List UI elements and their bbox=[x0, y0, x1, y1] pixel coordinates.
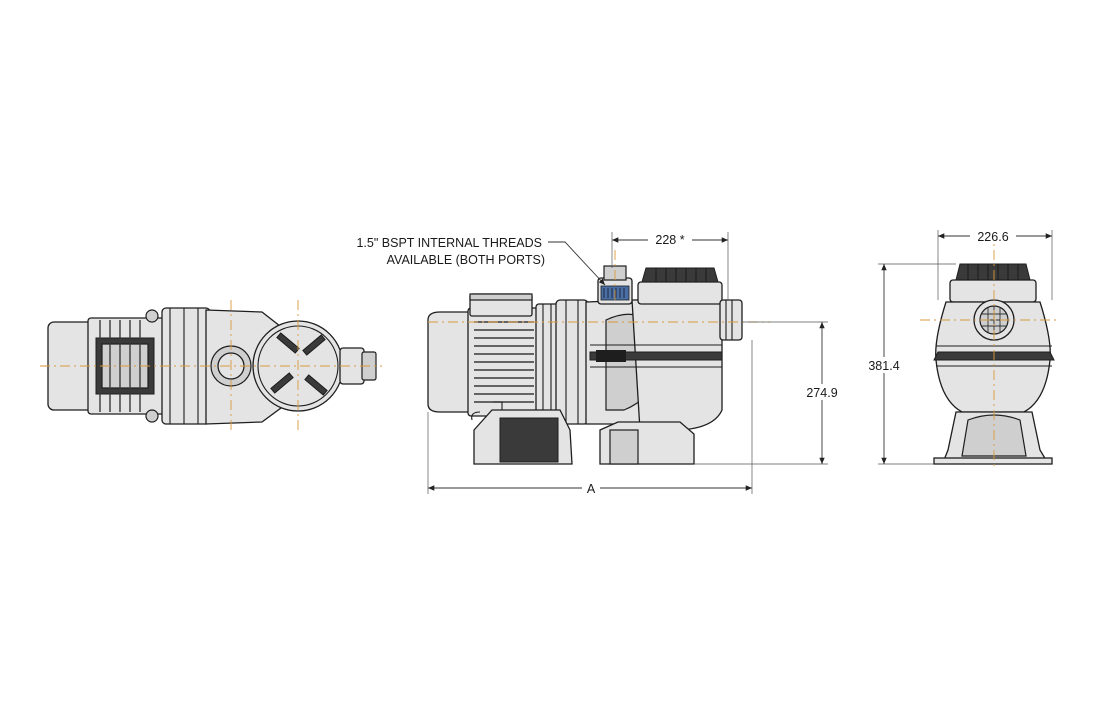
side-view: 228 * 274.9 A 1.5" BSPT INTERNAL THREADS… bbox=[356, 231, 848, 496]
dim-side-width-label: 228 * bbox=[655, 233, 684, 247]
end-base-plate bbox=[933, 457, 1053, 465]
callout-leader bbox=[548, 241, 606, 286]
side-motor-endcap bbox=[427, 311, 473, 413]
end-view: 226.6 381.4 bbox=[860, 228, 1060, 470]
side-logo-plate bbox=[596, 350, 626, 362]
side-strainer-lid bbox=[637, 281, 723, 305]
dim-end-width-label: 226.6 bbox=[977, 230, 1008, 244]
side-strainer-housing bbox=[631, 299, 723, 431]
end-lid-knob bbox=[955, 263, 1031, 281]
side-seal-plate bbox=[555, 299, 589, 425]
callout-line-2: AVAILABLE (BOTH PORTS) bbox=[387, 253, 545, 267]
dim-side-length-label: A bbox=[587, 482, 596, 496]
top-lid-handles bbox=[270, 332, 328, 396]
callout-line-1: 1.5" BSPT INTERNAL THREADS bbox=[356, 236, 542, 250]
side-motor-flange bbox=[535, 303, 559, 421]
top-view bbox=[40, 300, 382, 430]
dim-end-height-label: 381.4 bbox=[868, 359, 899, 373]
dim-side-height-label: 274.9 bbox=[806, 386, 837, 400]
side-lid-knob bbox=[641, 267, 719, 283]
end-lid bbox=[949, 279, 1037, 303]
side-outlet-union bbox=[719, 299, 743, 341]
